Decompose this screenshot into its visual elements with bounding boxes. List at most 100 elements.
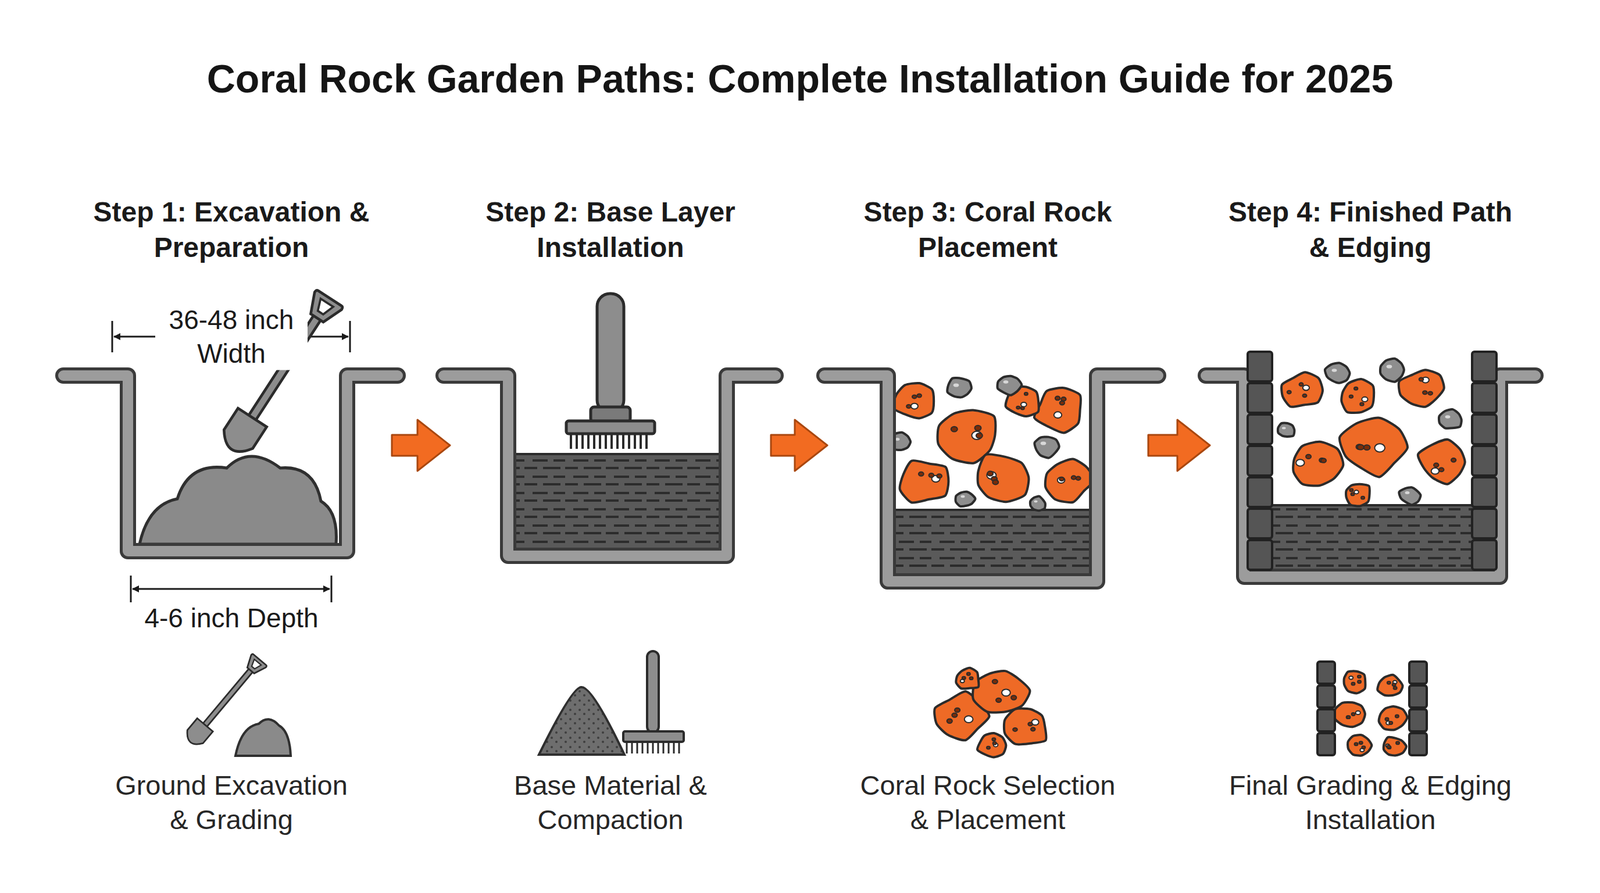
- art-shape: [313, 298, 334, 317]
- rock-pore: [928, 473, 934, 478]
- rock-pore: [1393, 686, 1398, 690]
- coral-rock: [1293, 441, 1344, 487]
- rock-pore: [951, 426, 958, 432]
- rock-pore: [1349, 488, 1353, 492]
- rock-pore: [991, 737, 996, 741]
- coral-rock: [1345, 484, 1370, 507]
- gravel-stone: [997, 376, 1022, 396]
- stone-highlight: [960, 495, 965, 498]
- rock-pore: [918, 472, 924, 477]
- stone-highlight: [1331, 368, 1338, 373]
- rock-pore: [969, 676, 974, 680]
- trench-outline: [63, 375, 398, 552]
- rock-pore: [1348, 676, 1353, 680]
- dirt-pile: [139, 456, 337, 545]
- rock-pore: [1349, 395, 1353, 399]
- tamper-bristle: [587, 434, 590, 449]
- flow-arrow: [770, 419, 828, 471]
- tamper-bristle: [622, 434, 625, 449]
- edging-paver: [1409, 685, 1427, 708]
- rock-pore: [992, 479, 999, 485]
- art-shape: [243, 653, 268, 677]
- step-panel: Step 4: Finished Path & EdgingFinal Grad…: [1215, 194, 1525, 838]
- coral-rock: [1334, 702, 1366, 727]
- rock-pore: [1346, 715, 1350, 719]
- rock-pore: [936, 473, 942, 478]
- gravel-stone: [1380, 358, 1405, 382]
- rock-pore: [1071, 475, 1077, 480]
- stone-highlight: [1445, 415, 1451, 419]
- tamper-bristle: [610, 434, 613, 449]
- rock-pore: [1359, 741, 1363, 745]
- stone-highlight: [1040, 441, 1047, 445]
- tamper-bristle: [673, 742, 675, 754]
- step-caption: Base Material & Compaction: [485, 768, 736, 838]
- rock-pore: [1361, 745, 1366, 749]
- edging-paver: [1317, 709, 1335, 732]
- coral-rock: [977, 733, 1006, 757]
- rock-pore: [1359, 402, 1364, 406]
- tamper-bristle: [593, 434, 596, 449]
- coral-rock: [1344, 670, 1366, 694]
- base-layer: [1244, 505, 1500, 577]
- tamper-bristle: [633, 434, 637, 449]
- coral-rock: [900, 460, 949, 503]
- edging-paver: [1409, 661, 1427, 684]
- rock-pore: [992, 679, 998, 684]
- rock-pore: [1361, 496, 1365, 500]
- rock-pore: [971, 431, 982, 440]
- gravel-stone: [1034, 436, 1059, 458]
- tools-and-edging: [112, 288, 1497, 756]
- stone-highlight: [1386, 364, 1393, 369]
- rock-pore: [966, 672, 971, 676]
- art-shape: [111, 320, 114, 353]
- tamper-bristle: [652, 742, 655, 754]
- ground-trenches: [63, 375, 1536, 582]
- coral-rock: [1418, 439, 1466, 485]
- diagram-title: Coral Rock Garden Paths: Complete Instal…: [0, 55, 1600, 102]
- rock-pore: [1020, 406, 1025, 410]
- edging-paver: [1409, 709, 1427, 732]
- trench-outline: [824, 375, 1159, 582]
- step-heading: Step 3: Coral Rock Placement: [833, 194, 1143, 266]
- rock-pore: [1374, 443, 1385, 452]
- step-caption: Coral Rock Selection & Placement: [851, 768, 1125, 838]
- edging-paver: [1472, 414, 1497, 445]
- rock-pore: [1351, 712, 1356, 716]
- rock-pore: [1419, 377, 1424, 381]
- rock-pore: [1354, 743, 1359, 746]
- rock-pore: [1433, 463, 1439, 468]
- rock-pore: [1351, 682, 1355, 686]
- rock-pore: [987, 471, 994, 477]
- edging-paver: [1247, 414, 1273, 445]
- dimension-label: 36-48 inch Width: [155, 303, 308, 371]
- tamper-bristle: [657, 742, 660, 754]
- stone-highlight: [1281, 426, 1287, 430]
- rock-pore: [1354, 490, 1359, 494]
- rock-pore: [1355, 711, 1361, 715]
- stone-highlight: [1003, 380, 1009, 384]
- step-heading: Step 2: Base Layer Installation: [455, 194, 766, 266]
- rock-pore: [1346, 715, 1350, 719]
- rock-pore: [1427, 391, 1433, 395]
- tamper-bristle: [639, 434, 642, 449]
- coral-rock: [1379, 706, 1408, 730]
- gravel-stone: [1398, 487, 1421, 505]
- step-panel: Step 1: Excavation & PreparationGround E…: [76, 194, 387, 838]
- base-layer: [887, 509, 1098, 582]
- art-shape: [538, 687, 625, 755]
- tamper-bristle: [598, 434, 602, 449]
- tamper-icon: [623, 651, 684, 754]
- base-layer: [508, 454, 727, 556]
- gravel-stone: [955, 491, 975, 507]
- coral-rock: [1383, 737, 1407, 756]
- edging-paver: [1247, 445, 1273, 476]
- rock-pore: [993, 741, 997, 745]
- rock-pore: [1451, 458, 1456, 463]
- art-shape: [250, 659, 262, 671]
- coral-rock: [1341, 379, 1374, 413]
- step-panel: Step 2: Base Layer InstallationBase Mate…: [455, 194, 766, 838]
- rock-pore: [916, 393, 922, 398]
- step-caption: Ground Excavation & Grading: [106, 768, 357, 838]
